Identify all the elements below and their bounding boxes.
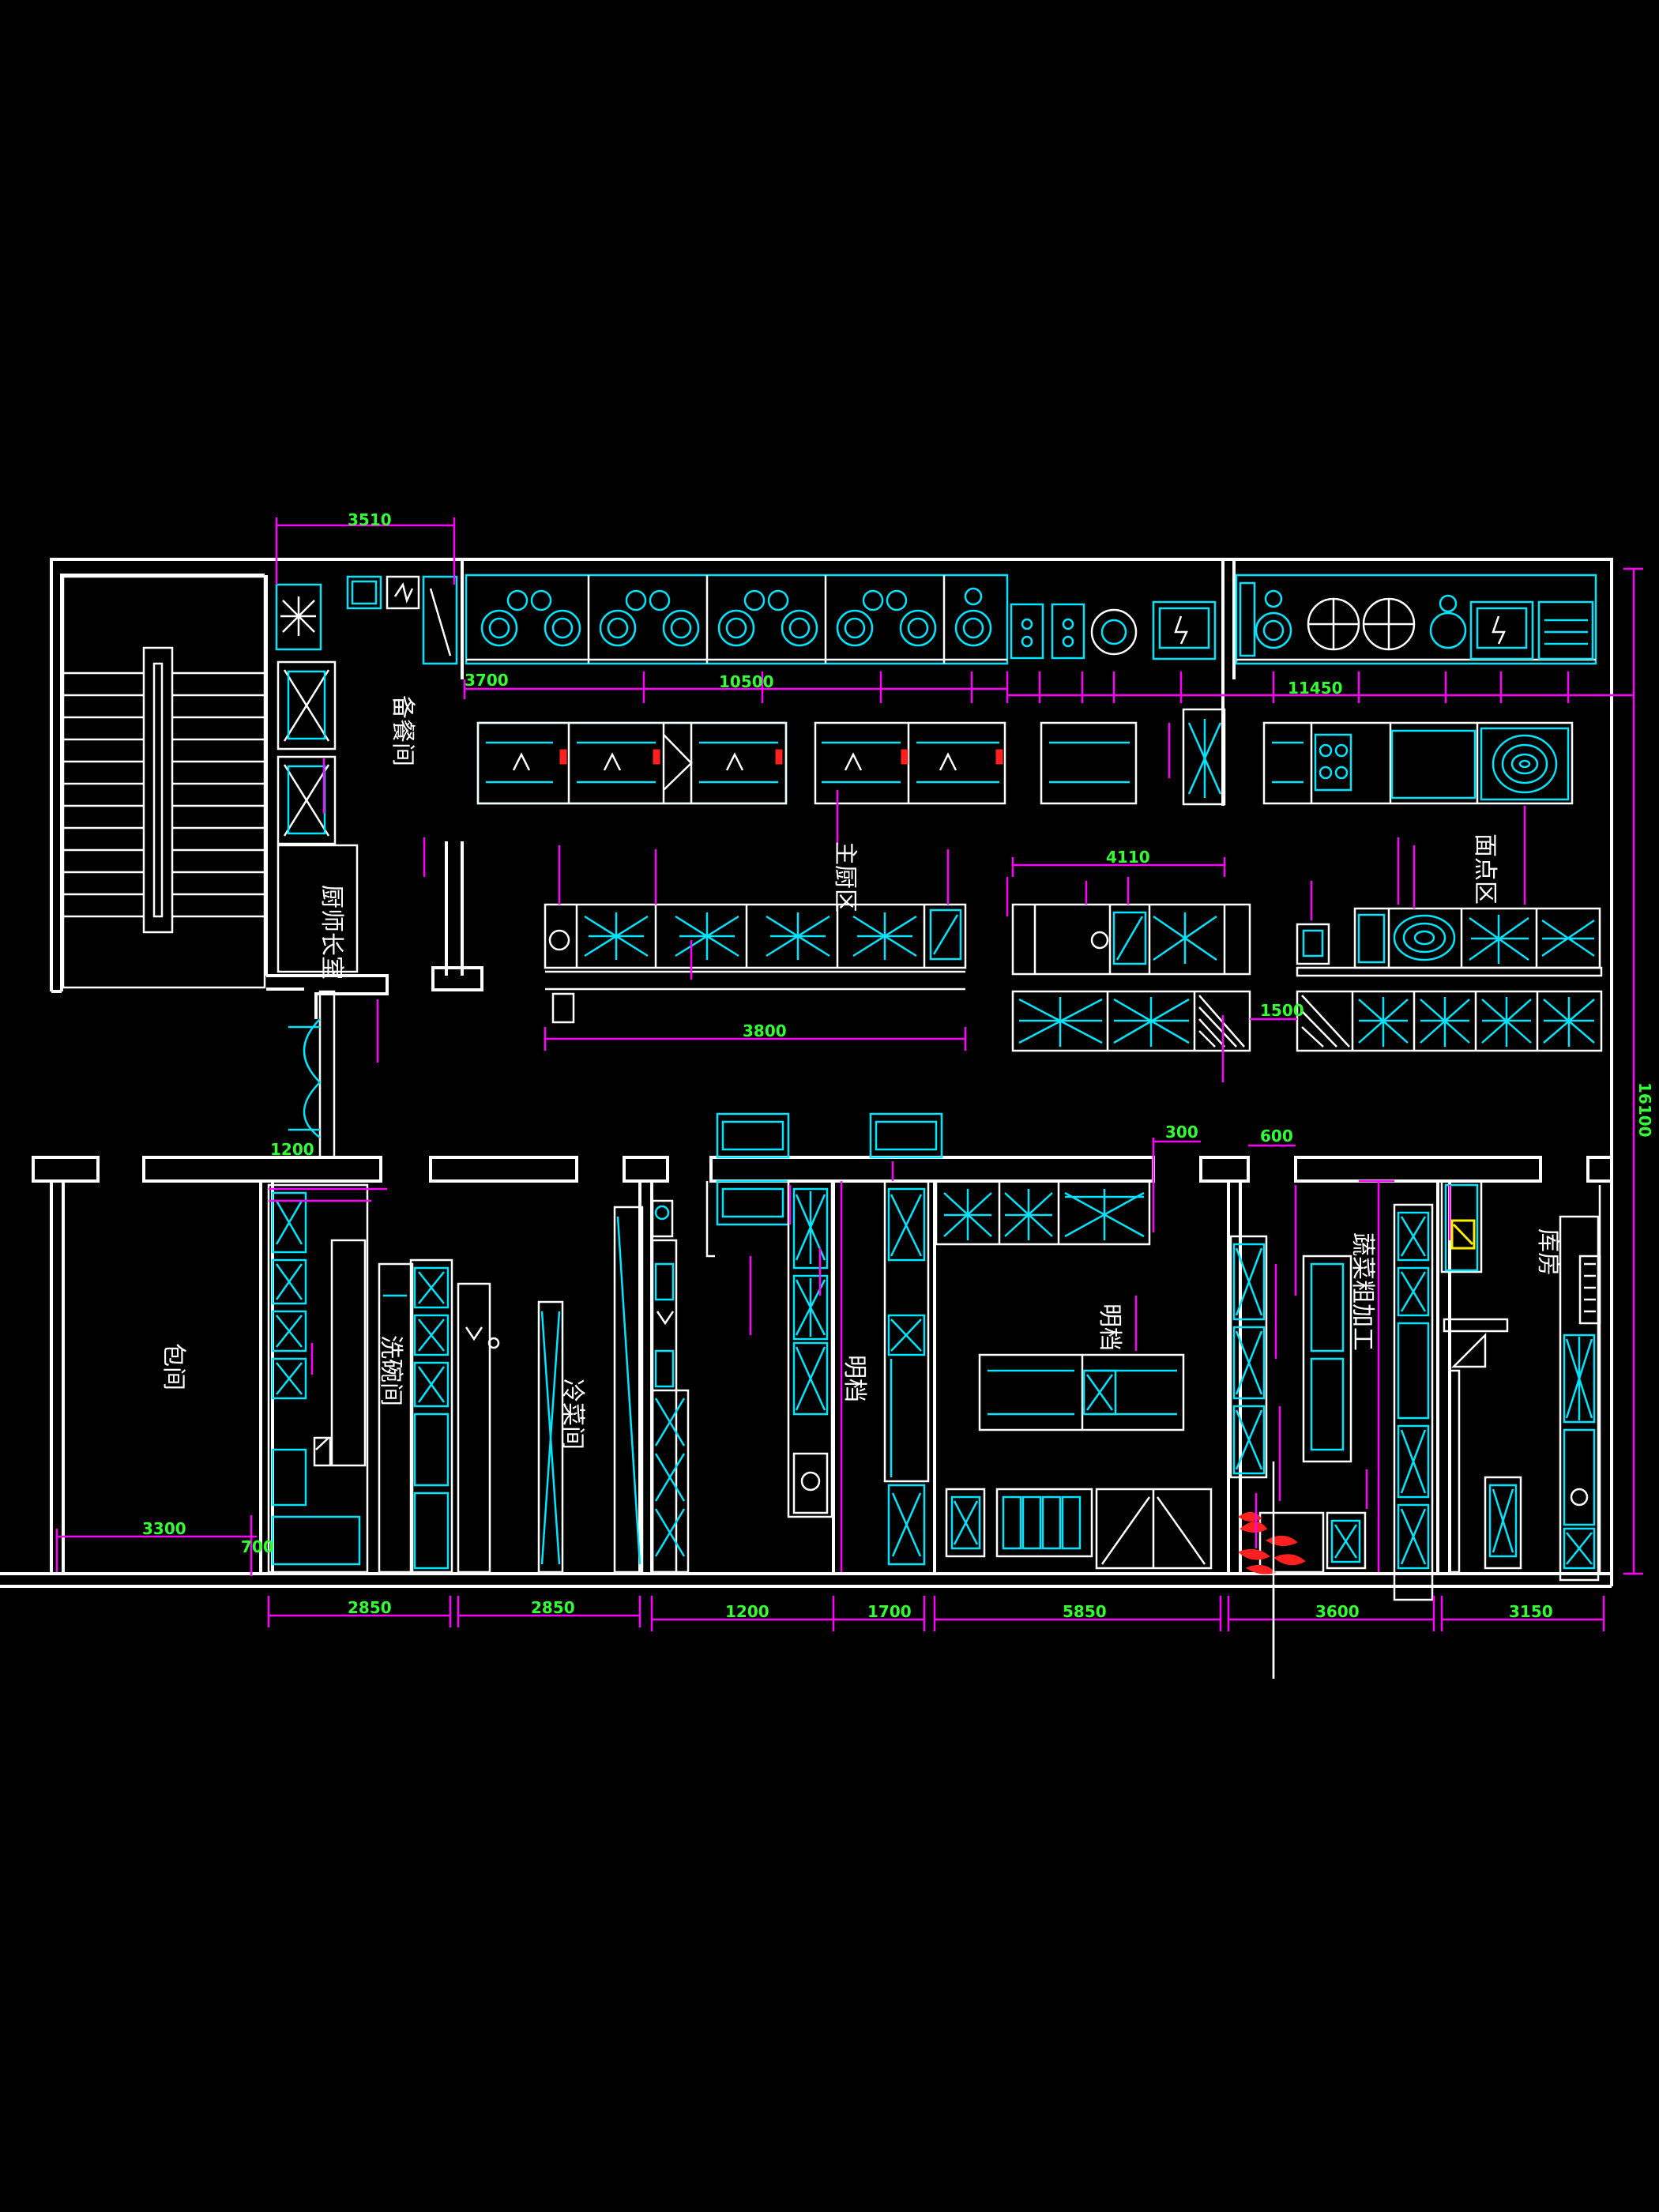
dimension-lines (55, 517, 1643, 1631)
dim-top-row-mid: 10500 (719, 672, 774, 691)
dim-bottom-1: 2850 (348, 1598, 392, 1617)
plating-equipment (275, 575, 458, 973)
outer-walls (0, 558, 1613, 1588)
dim-bottom-3: 1200 (725, 1602, 769, 1621)
room-labels: 主厨区 厨师长室 备餐间 面点区 包间 洗碗间 冷菜间 明档 明档 蔬菜粗加工 … (160, 695, 1562, 1450)
dimension-labels: 3510 3700 10500 11450 3800 4110 1500 161… (142, 510, 1654, 1621)
dim-bottom-7: 3150 (1509, 1602, 1553, 1621)
label-office: 厨师长室 (318, 885, 345, 980)
label-plating: 备餐间 (389, 695, 416, 766)
main-kitchen-island (544, 903, 1251, 1052)
storage-equipment (1440, 1179, 1601, 1582)
veg-prep-equipment (1229, 1203, 1434, 1679)
dim-top-row-left: 3700 (465, 671, 509, 690)
stair-icon (62, 575, 266, 989)
floor-drain-red-icon (1238, 1512, 1306, 1574)
interior-walls (32, 559, 1613, 1574)
dim-top-row-right: 11450 (1288, 679, 1343, 698)
cold-kitchen-equipment (409, 1206, 644, 1574)
dim-gap-1: 300 (1165, 1123, 1198, 1142)
plating-room-equipment (651, 1112, 943, 1574)
dim-island: 4110 (1106, 848, 1150, 867)
bar-equipment (787, 1179, 930, 1566)
dim-door: 1200 (270, 1140, 314, 1159)
label-main-kitchen: 主厨区 (831, 841, 859, 912)
pastry-island (1296, 907, 1603, 1052)
door-icon (288, 990, 336, 1159)
dim-bottom-small: 700 (241, 1537, 274, 1556)
dim-pass-counter: 3800 (743, 1021, 787, 1040)
label-open-kitchen: 明档 (1096, 1304, 1123, 1351)
label-pastry: 面点区 (1471, 833, 1499, 905)
label-cold-kitchen: 冷菜间 (559, 1379, 586, 1450)
dim-aisle: 1500 (1260, 1001, 1304, 1020)
label-dish-room: 洗碗间 (377, 1335, 404, 1406)
dim-bottom-2: 2850 (531, 1598, 575, 1617)
label-bar: 明档 (841, 1355, 868, 1402)
label-veg-prep: 蔬菜粗加工 (1349, 1232, 1376, 1351)
wok-burner-group (480, 587, 992, 647)
open-kitchen-equipment (935, 1179, 1213, 1570)
top-right-cooking-line (1235, 574, 1597, 665)
dim-bottom-5: 5850 (1063, 1602, 1107, 1621)
label-storage: 库房 (1534, 1228, 1562, 1276)
dim-top-stair: 3510 (348, 510, 392, 529)
prep-counters-row (476, 708, 1574, 806)
dim-bottom-left: 3300 (142, 1519, 186, 1538)
dim-bottom-6: 3600 (1315, 1602, 1360, 1621)
dim-gap-2: 600 (1260, 1127, 1293, 1146)
dim-bottom-4: 1700 (867, 1602, 912, 1621)
dim-right-total: 16100 (1635, 1082, 1654, 1138)
label-private-room: 包间 (160, 1343, 187, 1390)
top-cooking-line (465, 574, 1217, 665)
dish-room-equipment (267, 1183, 414, 1574)
